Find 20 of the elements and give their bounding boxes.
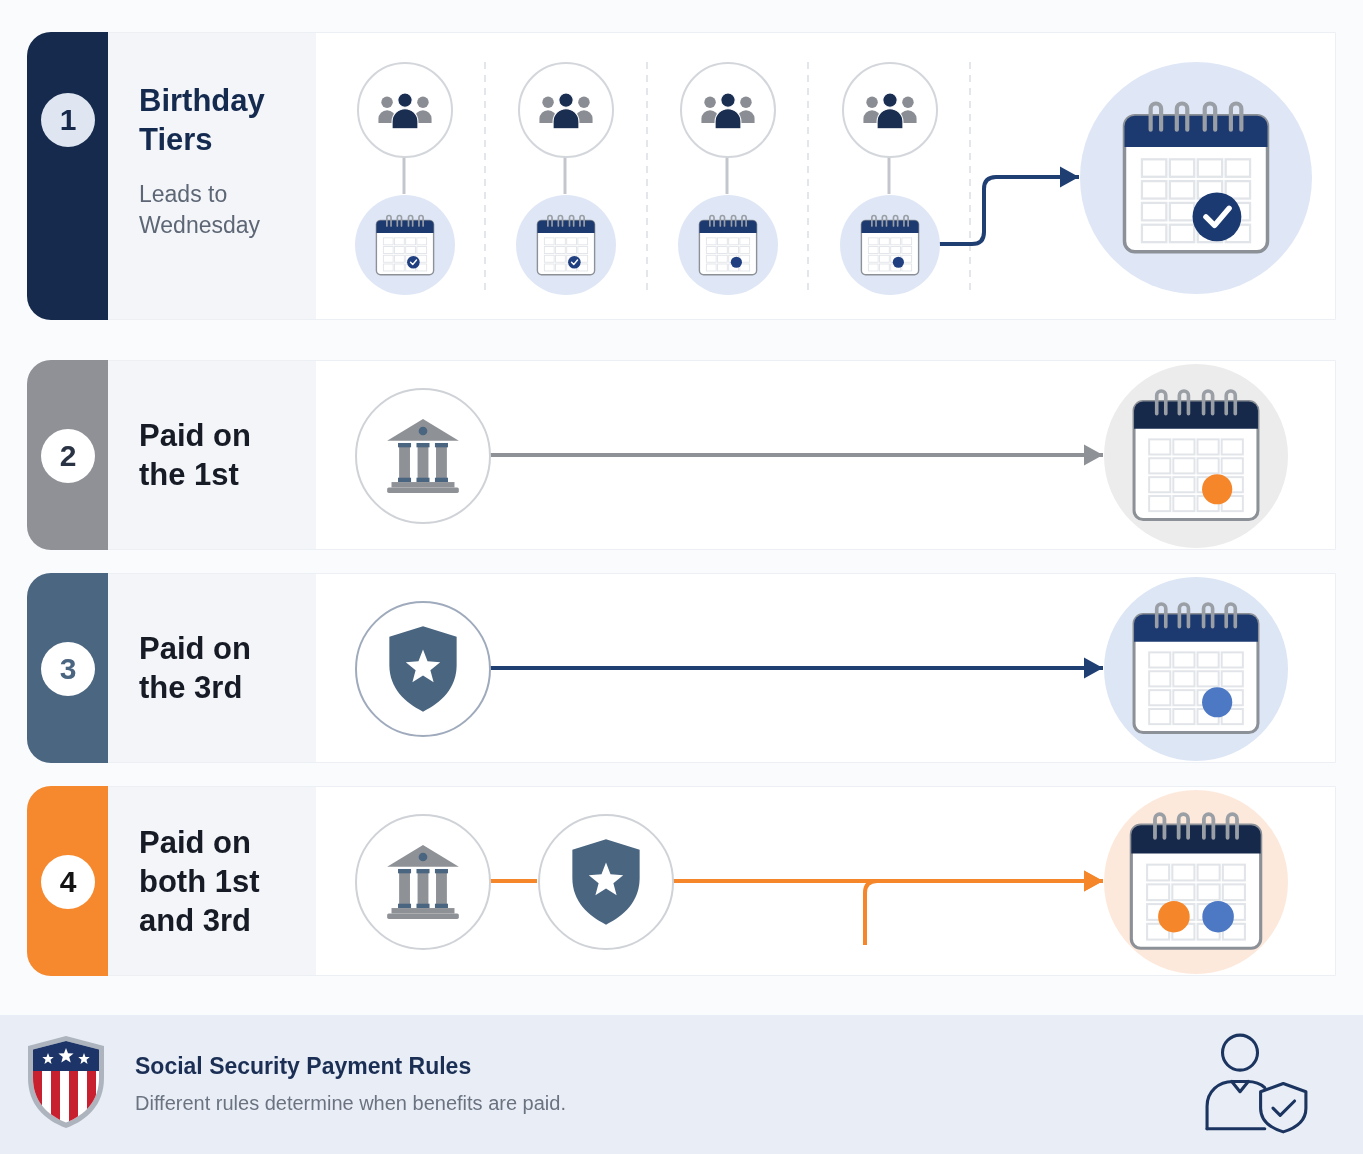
row-panel — [27, 360, 1336, 550]
row-title: Paid on both 1st and 3rd — [139, 823, 261, 940]
connector-line — [725, 157, 729, 194]
arrow — [863, 870, 1103, 945]
footer-title: Social Security Payment Rules — [135, 1053, 472, 1080]
row-panel — [27, 786, 1336, 976]
arrow — [939, 166, 1079, 246]
arrow — [490, 657, 1103, 679]
connector-line — [402, 157, 406, 194]
arrow — [490, 444, 1103, 466]
footer-caption: Different rules determine when benefits are paid. — [135, 1092, 566, 1115]
row-panel — [27, 32, 1336, 320]
row-title: Paid on the 1st — [139, 417, 252, 494]
row-subtitle: Leads to Wednesday — [139, 180, 262, 240]
connector-line — [490, 879, 537, 883]
connector-line — [887, 157, 891, 194]
row-title: Birthday Tiers — [139, 82, 266, 159]
connector-line — [563, 157, 567, 194]
row-panel — [27, 573, 1336, 763]
row-title: Paid on the 3rd — [139, 630, 252, 707]
